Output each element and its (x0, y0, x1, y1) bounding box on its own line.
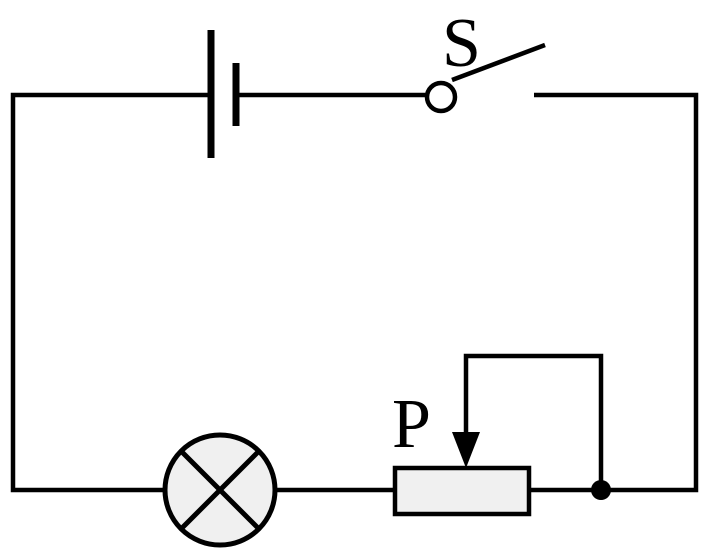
switch-pivot (424, 80, 458, 114)
lamp-icon (162, 432, 278, 548)
slider-arrow-icon (452, 432, 480, 468)
wire-slider-loop (463, 353, 604, 490)
rheostat-icon (392, 465, 532, 517)
slider-label: P (392, 386, 431, 463)
switch-label: S (442, 5, 481, 82)
wire-top-left (10, 92, 211, 493)
wire-top-right (534, 92, 699, 493)
junction-dot-icon (591, 480, 611, 500)
lamp-cross-2 (179, 449, 261, 531)
battery-icon (207, 30, 240, 158)
circuit-wires (10, 92, 699, 493)
slider-arrowhead (452, 432, 480, 468)
rheostat-body (392, 465, 532, 517)
switch-blade (451, 42, 546, 83)
switch-icon (424, 42, 546, 114)
